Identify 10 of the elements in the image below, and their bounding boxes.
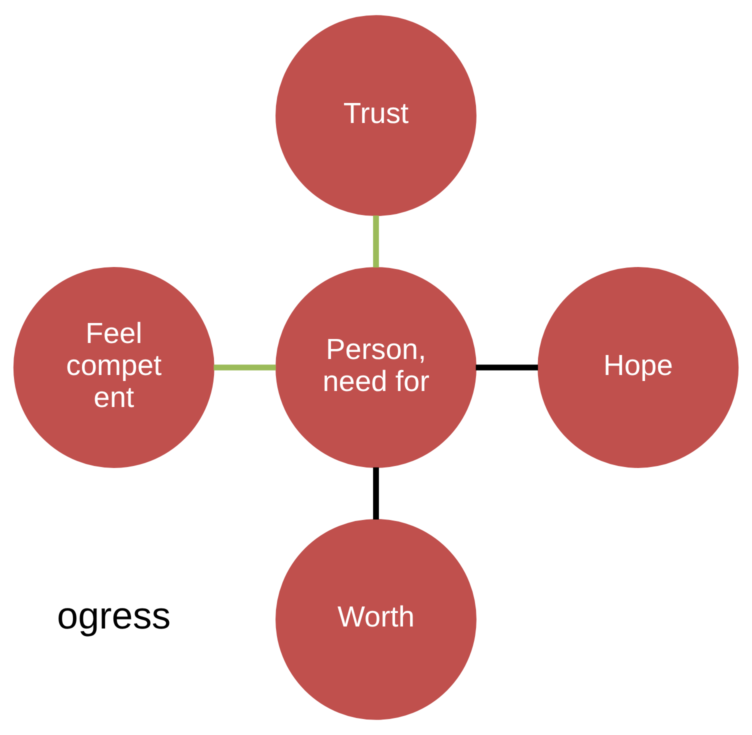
connector [373,215,379,268]
node-circle: Person, need for [276,267,476,468]
label: ogress [57,596,171,638]
node-circle: Trust [276,15,476,216]
node-circle: Hope [538,267,739,468]
connector [214,364,276,370]
node-circle: Worth [276,518,476,720]
connector [373,467,379,520]
connector [476,364,538,370]
node-circle: Feel compet ent [13,267,214,468]
